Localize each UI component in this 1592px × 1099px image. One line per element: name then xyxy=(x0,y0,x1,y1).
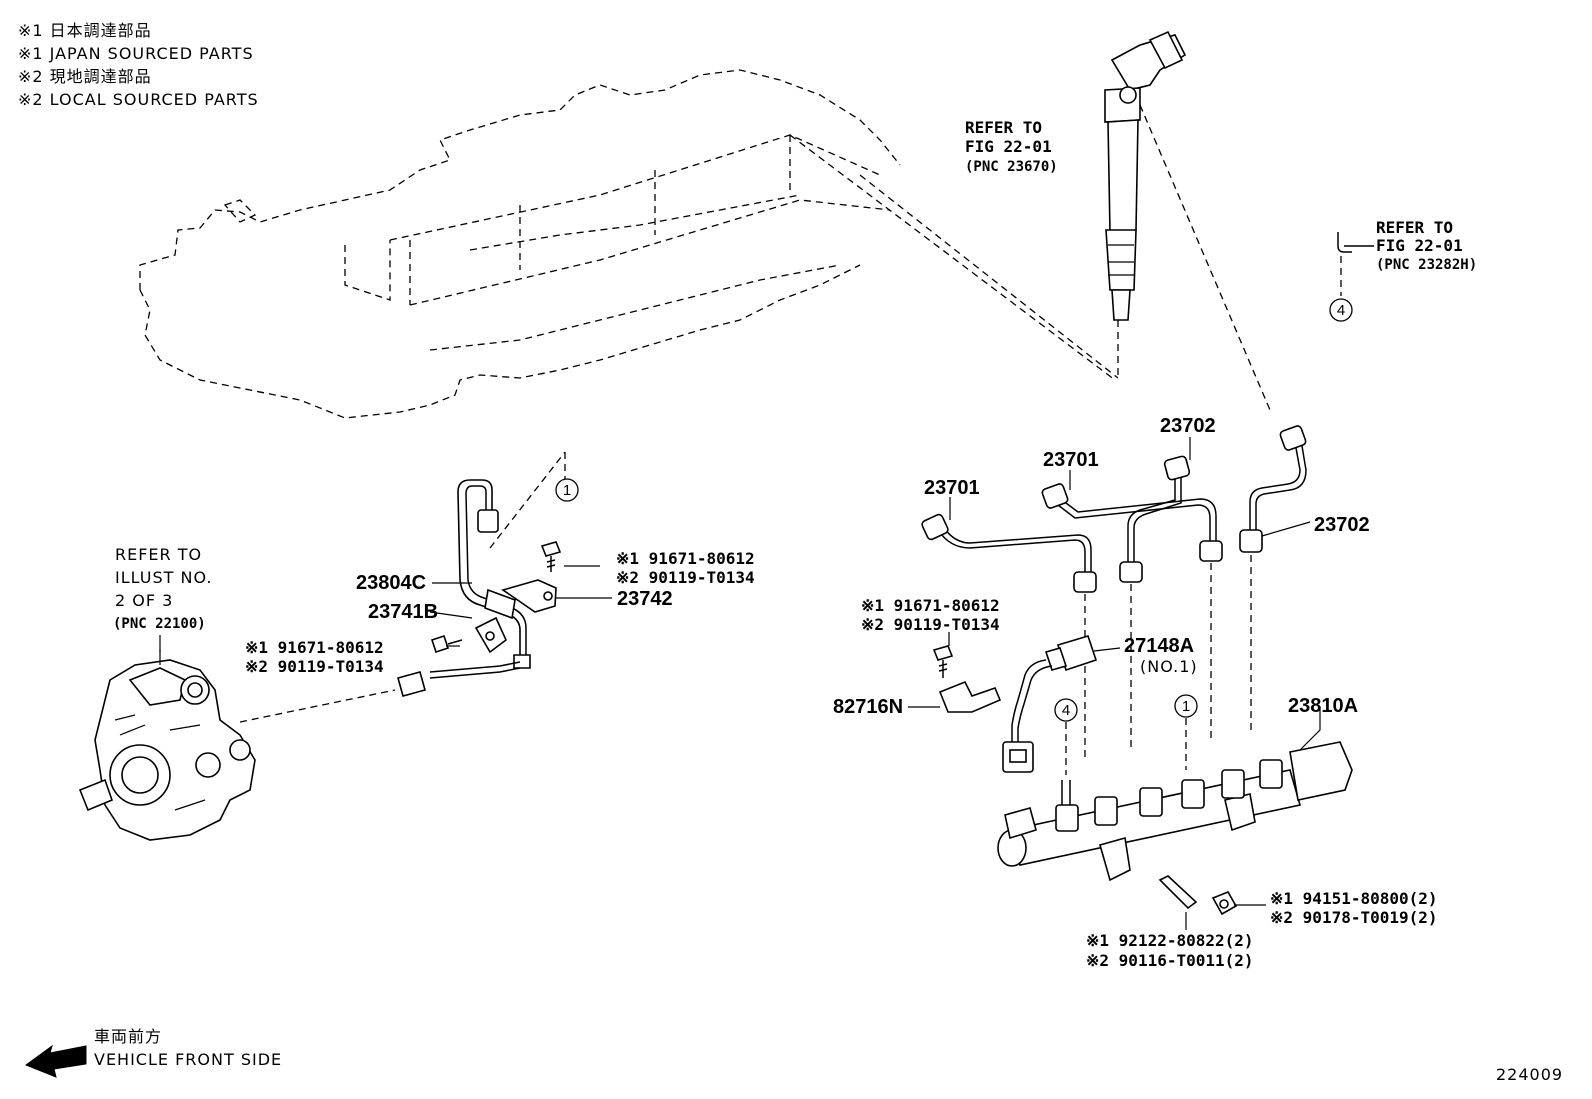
pump-clamp-bolt-local: ※2 90119-T0134 xyxy=(616,568,755,587)
note-local-jp: ※2 現地調達部品 xyxy=(18,67,152,86)
pipe-23804c xyxy=(397,451,566,697)
clamp-23742 xyxy=(501,579,557,613)
clamp-bolts xyxy=(430,541,562,654)
bracket-ref-line1: REFER TO xyxy=(1376,218,1453,237)
injector-reference: REFER TO FIG 22-01 (PNC 23670) xyxy=(965,118,1058,175)
engine-outline xyxy=(139,69,1119,419)
injection-pipes xyxy=(921,425,1307,760)
bracket-reference: 4 REFER TO FIG 22-01 (PNC 23282H) xyxy=(1329,218,1477,322)
front-arrow-icon xyxy=(24,1044,87,1078)
leader-lines xyxy=(159,437,1321,930)
label-82716n: 82716N xyxy=(833,696,903,718)
label-27148a: 27148A xyxy=(1124,635,1194,657)
svg-text:4: 4 xyxy=(1062,702,1070,719)
pressure-sensor-27148a xyxy=(1002,635,1098,773)
injector-ref-line3: (PNC 23670) xyxy=(965,159,1058,175)
rail-nut-jp: ※1 94151-80800(2) xyxy=(1270,889,1438,908)
callout-1-top-group: 1 xyxy=(555,478,579,502)
svg-text:1: 1 xyxy=(1182,698,1190,715)
sensor-bolt-jp: ※1 91671-80612 xyxy=(861,596,1000,615)
pipe-clamp-bolt-jp: ※1 91671-80612 xyxy=(245,638,384,657)
rail-ports xyxy=(1055,759,1283,832)
label-23702-right: 23702 xyxy=(1314,514,1370,536)
clamp-23741b xyxy=(474,588,516,654)
bracket-82716n xyxy=(932,645,1002,713)
pump-ref-line4: (PNC 22100) xyxy=(113,616,206,632)
svg-text:1: 1 xyxy=(563,482,571,499)
figure-id: 224009 xyxy=(1496,1065,1563,1084)
part-number-labels: 23701 23701 23702 23702 23804C 23741B 23… xyxy=(356,415,1370,718)
label-23804c: 23804C xyxy=(356,572,426,594)
label-23741b: 23741B xyxy=(368,601,438,623)
label-23702-mid: 23702 xyxy=(1160,415,1216,437)
pump-ref-line3: 2 OF 3 xyxy=(115,591,173,610)
pump-ref-line1: REFER TO xyxy=(115,545,202,564)
pump-ref-line2: ILLUST NO. xyxy=(115,568,212,587)
rail-stud-local: ※2 90116-T0011(2) xyxy=(1086,951,1254,970)
pump-clamp-bolt-jp: ※1 91671-80612 xyxy=(616,549,755,568)
vehicle-front-indicator: 車両前方 VEHICLE FRONT SIDE xyxy=(24,1027,282,1078)
callout-1-rail xyxy=(1174,694,1198,718)
label-23742: 23742 xyxy=(617,588,673,610)
label-23810a: 23810A xyxy=(1288,695,1358,717)
injector xyxy=(1104,30,1271,411)
bracket-ref-line2: FIG 22-01 xyxy=(1376,236,1463,255)
injector-ref-line2: FIG 22-01 xyxy=(965,137,1052,156)
front-label-en: VEHICLE FRONT SIDE xyxy=(94,1050,282,1069)
callout-4-top xyxy=(1329,298,1353,322)
label-27148a-sub: (NO.1) xyxy=(1140,657,1198,676)
bracket-ref-line3: (PNC 23282H) xyxy=(1376,257,1477,273)
callout-4-rail xyxy=(1054,698,1078,722)
pump-reference: REFER TO ILLUST NO. 2 OF 3 (PNC 22100) xyxy=(113,545,212,632)
stud-and-nut xyxy=(1158,875,1238,916)
note-japan-en: ※1 JAPAN SOURCED PARTS xyxy=(18,44,254,63)
common-rail-23810a xyxy=(997,718,1353,882)
note-local-en: ※2 LOCAL SOURCED PARTS xyxy=(18,90,259,109)
bolt-labels: ※1 91671-80612 ※2 90119-T0134 ※1 91671-8… xyxy=(245,549,1438,970)
injector-ref-line1: REFER TO xyxy=(965,118,1042,137)
rail-nut-local: ※2 90178-T0019(2) xyxy=(1270,908,1438,927)
pipe-clamp-bolt-local: ※2 90119-T0134 xyxy=(245,657,384,676)
sensor-bolt-local: ※2 90119-T0134 xyxy=(861,615,1000,634)
fuel-pump xyxy=(78,650,396,841)
callout-1-top xyxy=(555,478,579,502)
svg-text:4: 4 xyxy=(1337,302,1345,319)
note-japan-jp: ※1 日本調達部品 xyxy=(18,21,152,40)
rail-callouts: 4 1 xyxy=(1054,694,1198,722)
rail-stud-jp: ※1 92122-80822(2) xyxy=(1086,931,1254,950)
sourcing-notes: ※1 日本調達部品 ※1 JAPAN SOURCED PARTS ※2 現地調達… xyxy=(18,21,259,109)
label-23701-mid: 23701 xyxy=(1043,449,1099,471)
front-label-jp: 車両前方 xyxy=(94,1027,162,1046)
label-23701-left: 23701 xyxy=(924,477,980,499)
